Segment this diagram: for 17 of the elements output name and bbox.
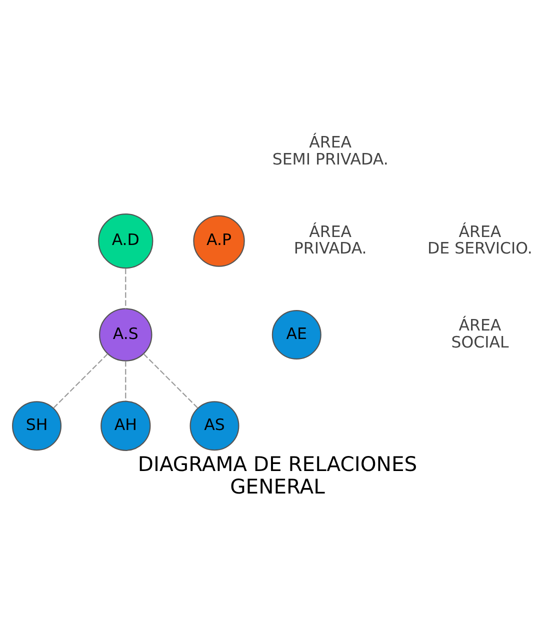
connector — [143, 352, 198, 408]
caption: GENERAL — [230, 474, 325, 498]
label: ÁREA SOCIAL — [451, 315, 509, 351]
connector — [53, 352, 108, 408]
node-circle: SH — [12, 400, 62, 450]
connector — [125, 360, 126, 400]
connector — [125, 268, 126, 308]
node-circle: AS — [190, 400, 240, 450]
node-circle: AH — [100, 400, 151, 450]
diagram-title: DIAGRAMA DE RELACIONES — [138, 452, 418, 476]
label: ÁREA SEMI PRIVADA. — [272, 132, 388, 168]
node-circle: AE — [272, 310, 322, 360]
label: ÁREA PRIVADA. — [294, 221, 367, 258]
node-circle: A.S — [99, 308, 152, 361]
node-circle: A.D — [98, 212, 154, 268]
node-circle: A.P — [193, 214, 245, 266]
label: ÁREA DE SERVICIO. — [428, 221, 532, 258]
